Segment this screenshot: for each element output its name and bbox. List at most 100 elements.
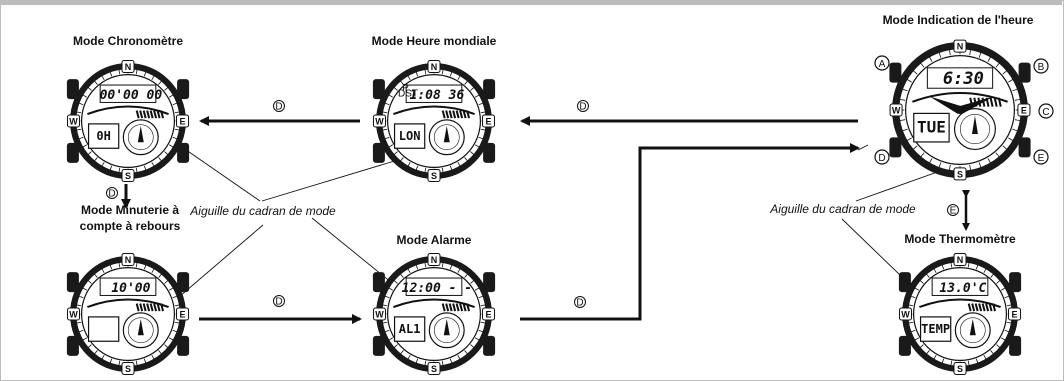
compass-letter: N	[957, 255, 964, 265]
watch-pusher	[177, 79, 190, 100]
lcd-sub-text: 0H	[96, 129, 110, 143]
lcd-sub-frame	[87, 123, 120, 149]
compass-letter: W	[375, 117, 384, 127]
compass-letter: N	[431, 255, 438, 265]
button-a-label: A	[874, 55, 890, 71]
callout-mode-hand-right: Aiguille du cadran de mode	[769, 202, 916, 216]
mode-hand	[971, 115, 978, 135]
button-d-label-4: D	[273, 295, 285, 308]
lcd-sub-frame	[919, 316, 952, 342]
mode-hand	[443, 125, 450, 143]
watch-pusher	[483, 272, 496, 293]
compass-letter: E	[486, 310, 492, 320]
lcd-top-frame	[931, 277, 989, 296]
watch-pusher	[889, 62, 902, 83]
top-band	[0, 0, 1062, 5]
svg-text:E: E	[950, 206, 957, 217]
title-minuterie-1: Mode Minuterie à	[81, 203, 179, 217]
button-d-label-1: D	[273, 100, 285, 113]
compass-letter: E	[486, 117, 492, 127]
compass-letter: W	[375, 310, 384, 320]
svg-text:D: D	[579, 102, 586, 113]
svg-text:D: D	[275, 297, 282, 308]
mode-hand	[137, 125, 144, 143]
compass-letter: S	[957, 169, 963, 179]
svg-text:C: C	[1042, 107, 1049, 118]
compass-letter: E	[180, 117, 186, 127]
lcd-dst: DST	[398, 89, 418, 100]
lcd-sub-text: TEMP	[921, 322, 950, 336]
lcd-top-text: 13.0'C	[939, 281, 986, 296]
lcd-sub-frame	[393, 123, 426, 149]
watch-alarm: N S E W 12:00 - - AL1	[372, 252, 496, 376]
lcd-top-frame	[405, 277, 463, 296]
mode-hand	[969, 318, 976, 336]
watch-pusher	[483, 335, 496, 356]
arrow-alarm-to-time	[520, 143, 860, 321]
watch-pusher	[898, 335, 911, 356]
compass-letter: E	[180, 310, 186, 320]
watch-pusher	[898, 272, 911, 293]
button-c-label: C	[1038, 103, 1054, 119]
watch-pusher	[483, 142, 496, 163]
button-d-label-5: D	[574, 296, 586, 309]
watch-pusher	[1009, 272, 1022, 293]
button-e-label-main: E	[1033, 149, 1049, 165]
watch-pusher	[1018, 62, 1031, 83]
mode-hand	[137, 318, 144, 336]
lcd-sub-text: TUE	[917, 117, 946, 136]
lcd-top-frame	[405, 84, 463, 103]
title-chronometre: Mode Chronomètre	[73, 34, 183, 48]
title-heure-mondiale: Mode Heure mondiale	[372, 34, 497, 48]
lcd-top-text: 10'00	[111, 281, 150, 296]
compass-letter: S	[431, 364, 437, 374]
watch-pusher	[66, 79, 79, 100]
compass-letter: E	[1021, 106, 1027, 116]
compass-letter: N	[957, 42, 964, 52]
lcd-top-text: 12:00 - -	[402, 281, 472, 296]
watch-pusher	[372, 335, 385, 356]
lcd-sub-frame	[913, 112, 950, 143]
svg-text:D: D	[576, 298, 583, 309]
lcd-sub-frame	[87, 316, 120, 342]
button-d-label-2: D	[577, 100, 589, 113]
watch-pusher	[177, 335, 190, 356]
lcd-sub-text: LON	[399, 129, 421, 143]
watch-pusher	[66, 142, 79, 163]
compass-letter: N	[125, 62, 132, 72]
watch-pusher	[483, 79, 496, 100]
title-thermometre: Mode Thermomètre	[904, 232, 1016, 246]
minute-hand	[960, 96, 994, 114]
mode-hand	[443, 318, 450, 336]
hands-pivot	[956, 106, 964, 114]
compass-letter: W	[901, 310, 910, 320]
watch-pusher	[1009, 335, 1022, 356]
lcd-top-frame	[99, 84, 157, 103]
compass-letter: W	[69, 310, 78, 320]
watch-pusher	[372, 272, 385, 293]
hour-hand	[929, 96, 964, 114]
lcd-sub-text: AL1	[399, 322, 421, 336]
title-minuterie-2: compte à rebours	[80, 219, 181, 233]
callout-mode-hand-left: Aiguille du cadran de mode	[189, 204, 336, 218]
svg-text:D: D	[108, 189, 115, 200]
svg-text:B: B	[1038, 62, 1045, 73]
compass-letter: N	[431, 62, 438, 72]
compass-letter: W	[69, 117, 78, 127]
lcd-sub-frame	[393, 316, 426, 342]
lcd-p: P	[402, 83, 409, 94]
lcd-top-frame	[99, 277, 157, 296]
button-d-label-3: D	[106, 187, 118, 200]
button-b-label: B	[1033, 58, 1049, 74]
lcd-top-text: 6:30	[943, 69, 984, 89]
watch-pusher	[889, 137, 902, 158]
lcd-top-text: 1:08 36	[410, 88, 465, 103]
watch-pusher	[177, 272, 190, 293]
title-alarme: Mode Alarme	[397, 233, 472, 247]
button-e-label-toggle: E	[947, 204, 959, 217]
